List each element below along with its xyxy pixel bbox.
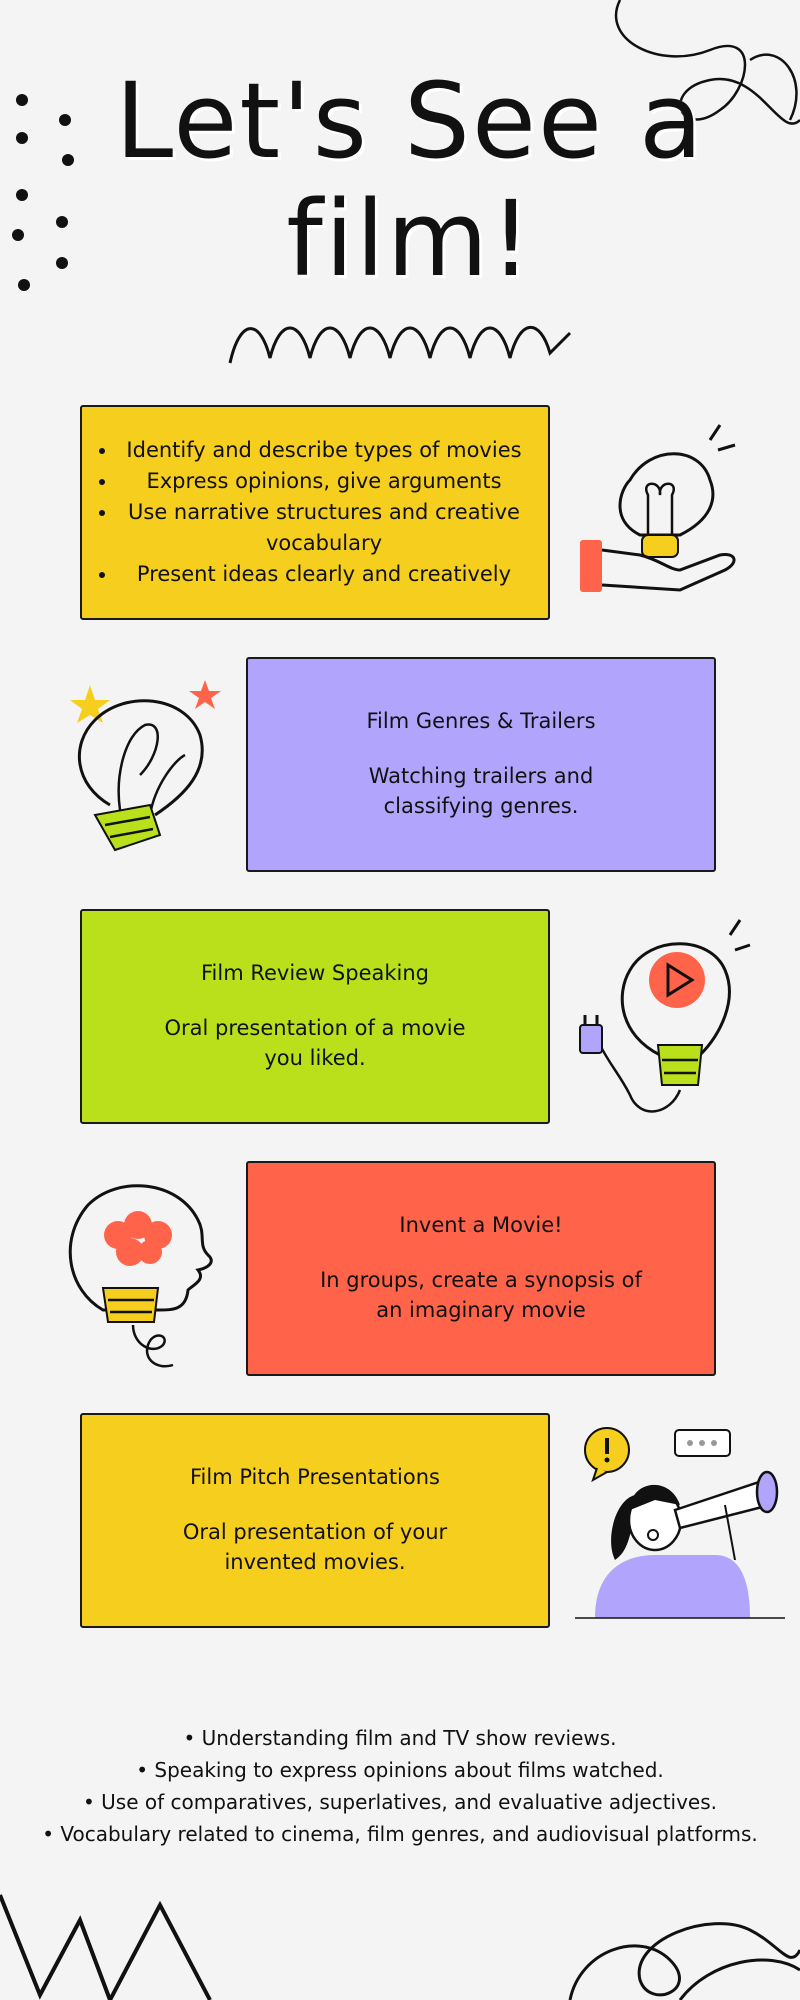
objective-item: Express opinions, give arguments: [118, 466, 530, 497]
activity-body: In groups, create a synopsis of an imagi…: [320, 1267, 642, 1322]
objective-item: Use narrative structures and creative vo…: [118, 497, 530, 559]
activity-heading: Film Review Speaking: [200, 960, 430, 985]
wave-underline: [228, 325, 572, 364]
skills-summary-list: • Understanding film and TV show reviews…: [0, 1722, 800, 1850]
summary-item: • Understanding film and TV show reviews…: [183, 1726, 617, 1750]
scribble-decoration: [614, 0, 800, 125]
activity-heading: Film Genres & Trailers: [366, 708, 596, 733]
page-title: Let's See a film!: [115, 60, 705, 300]
zigzag-decoration: [0, 1894, 212, 2000]
activity-body: Watching trailers and classifying genres…: [368, 763, 594, 818]
objectives-card: Identify and describe types of movies Ex…: [80, 405, 550, 620]
activity-heading: Invent a Movie!: [399, 1212, 563, 1237]
lightbulb-hand-icon: [580, 424, 736, 592]
lightbulb-star-icon: [70, 680, 221, 852]
objective-item: Identify and describe types of movies: [118, 435, 530, 466]
activity-card-genres: Film Genres & Trailers Watching trailers…: [246, 657, 716, 872]
activity-card-invent: Invent a Movie! In groups, create a syno…: [246, 1161, 716, 1376]
lightbulb-play-icon: [579, 919, 751, 1113]
objectives-list: Identify and describe types of movies Ex…: [82, 435, 548, 590]
dots-decoration: [12, 94, 74, 291]
activity-body: Oral presentation of a movie you liked.: [164, 1015, 466, 1070]
activity-card-review: Film Review Speaking Oral presentation o…: [80, 909, 550, 1124]
lightbulb-head-icon: [68, 1184, 213, 1368]
summary-item: • Vocabulary related to cinema, film gen…: [42, 1822, 758, 1846]
objective-item: Present ideas clearly and creatively: [118, 559, 530, 590]
activity-heading: Film Pitch Presentations: [190, 1464, 440, 1489]
scribble-bottom-decoration: [568, 1922, 800, 2000]
activity-card-pitch: Film Pitch Presentations Oral presentati…: [80, 1413, 550, 1628]
summary-item: • Speaking to express opinions about fil…: [136, 1758, 664, 1782]
girl-telescope-icon: [575, 1427, 785, 1619]
activity-body: Oral presentation of your invented movie…: [182, 1519, 448, 1574]
summary-item: • Use of comparatives, superlatives, and…: [82, 1790, 718, 1814]
